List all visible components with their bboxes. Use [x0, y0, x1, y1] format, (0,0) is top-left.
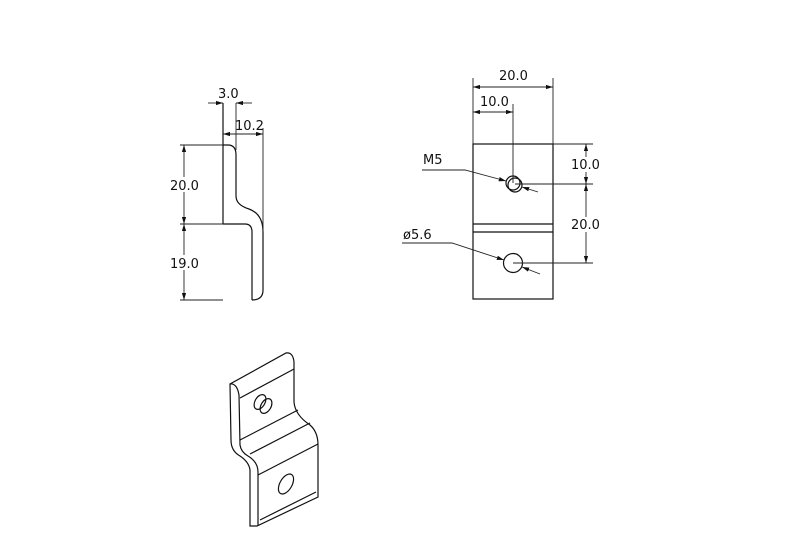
iso-edge: [257, 443, 319, 476]
dim-upper-height-label: 20.0: [170, 179, 199, 194]
iso-m5-hole: [253, 394, 267, 410]
m5-leader: [422, 169, 507, 182]
iso-edge: [239, 368, 295, 399]
diameter-leader-arrow: [521, 266, 541, 275]
dim-hole-spacing-label: 20.0: [571, 218, 600, 233]
iso-edge: [249, 422, 311, 455]
m5-leader-arrow: [521, 186, 539, 193]
side-view: 3.0 10.2 20.0 19.0: [169, 87, 264, 301]
isometric-view: [229, 352, 319, 527]
iso-outline: [229, 352, 319, 527]
iso-edge: [229, 383, 259, 526]
iso-edge: [239, 409, 299, 441]
dim-hole-top-label: 10.0: [571, 158, 600, 173]
dim-hole-x-label: 10.0: [480, 95, 509, 110]
iso-edge: [259, 491, 317, 521]
diameter-leader: [402, 242, 505, 261]
dim-lower-height-label: 19.0: [170, 257, 199, 272]
iso-m5-hole-thread: [259, 398, 273, 414]
m5-hole-thread: [507, 177, 523, 193]
dim-thickness-label: 3.0: [218, 87, 239, 102]
m5-label: M5: [423, 153, 443, 168]
diameter-label: ø5.6: [403, 228, 432, 243]
side-profile-inner: [223, 223, 253, 300]
side-profile-outer: [223, 144, 264, 301]
dim-offset-label: 10.2: [235, 119, 264, 134]
dim-width-label: 20.0: [499, 69, 528, 84]
iso-through-hole: [277, 473, 295, 495]
front-view: 20.0 10.0 10.0 20.0 M5 ø5.6: [402, 69, 602, 300]
